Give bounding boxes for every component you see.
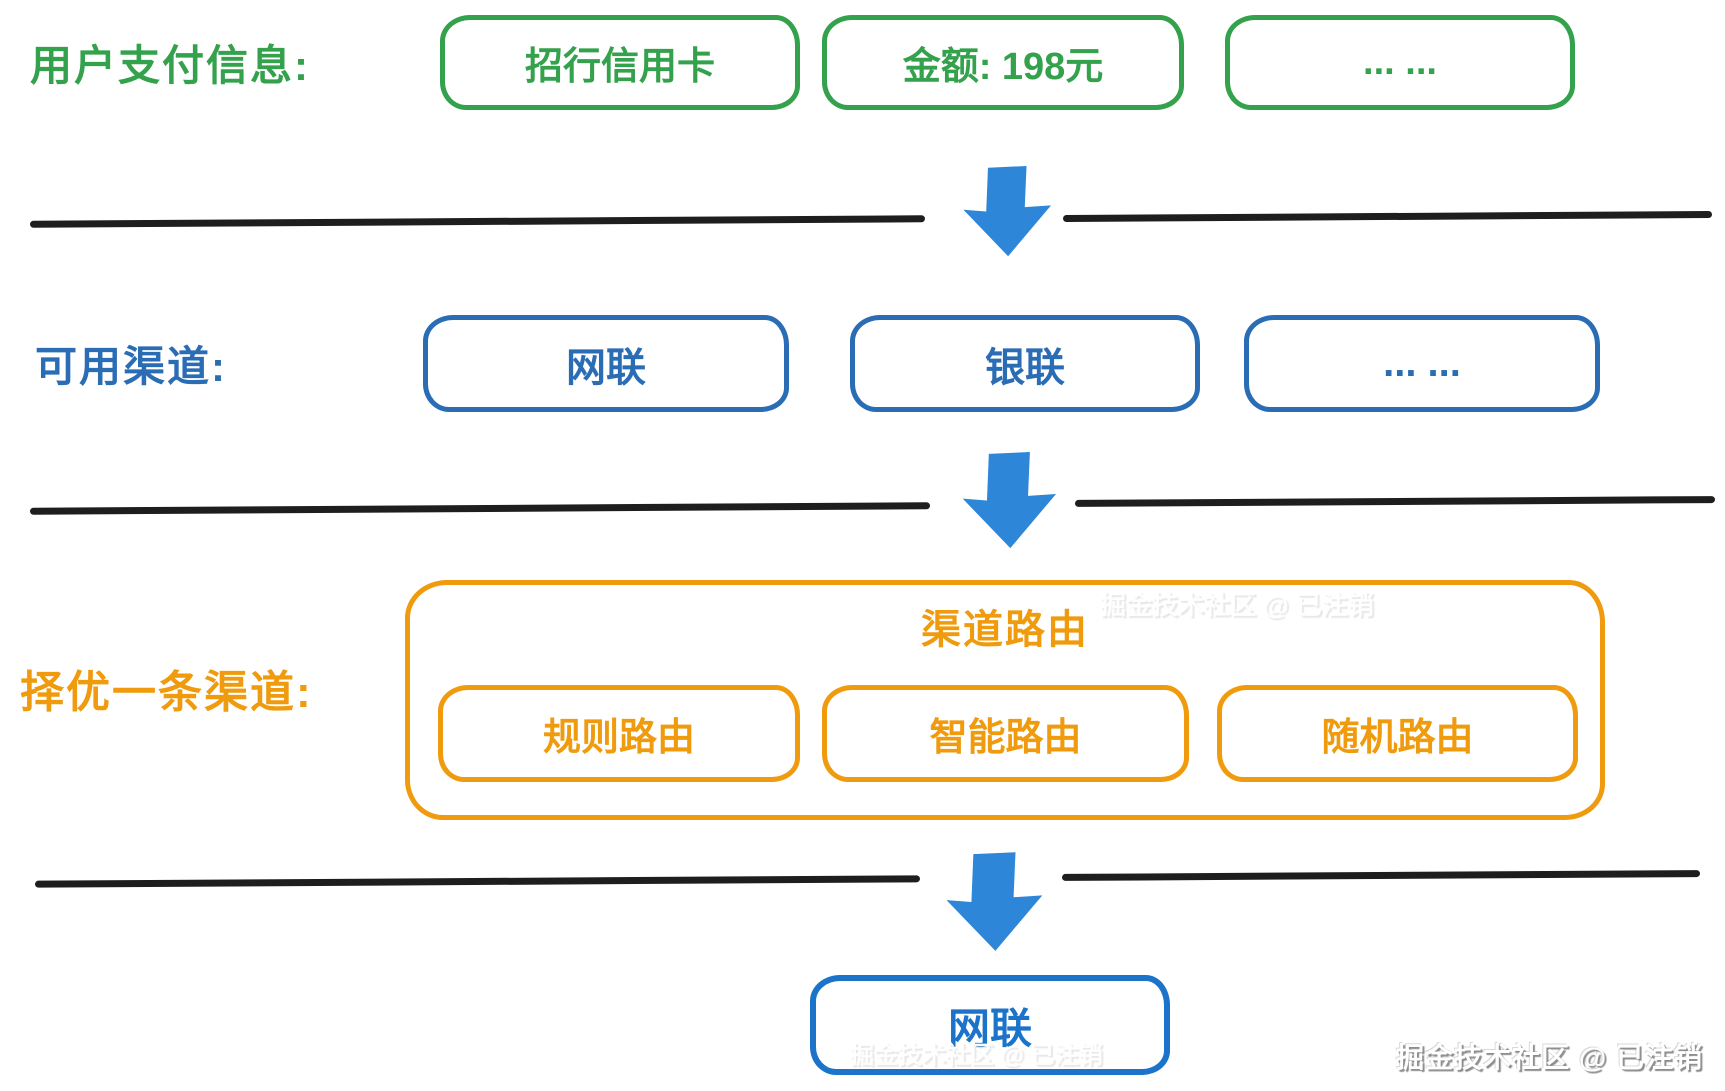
down-arrow-icon [963,166,1052,257]
separator-3-left [34,875,921,888]
routing-title: 渠道路由 [921,608,1089,652]
routing-box-smart: 智能路由 [822,685,1189,782]
watermark-ghost: 掘金技术社区 @ 已注销 [1100,590,1374,620]
separator-3-right [1061,870,1701,881]
routing-label: 择优一条渠道: [20,667,313,717]
payment-box-cmb-card: 招行信用卡 [440,15,800,110]
channel-box-ellipsis: ... ... [1244,315,1600,412]
payment-info-label: 用户支付信息: [30,42,310,89]
watermark-ghost: 掘金技术社区 @ 已注销 [850,1042,1103,1069]
down-arrow-icon [946,852,1043,951]
watermark: 掘金技术社区 @ 已注销 [1396,1042,1703,1073]
payment-box-ellipsis: ... ... [1225,15,1575,110]
routing-box-random: 随机路由 [1217,685,1578,782]
separator-2-left [29,502,931,515]
channel-box-unionpay: 银联 [850,315,1200,412]
separator-2-right [1074,496,1716,507]
result-box-netsunion: 网联 [810,975,1170,1075]
separator-1-left [29,215,926,228]
down-arrow-icon [962,452,1057,549]
payment-box-amount: 金额: 198元 [822,15,1184,110]
channels-label: 可用渠道: [35,343,227,390]
routing-box-rule: 规则路由 [438,685,800,782]
channel-box-netsunion: 网联 [423,315,789,412]
separator-1-right [1062,211,1713,222]
